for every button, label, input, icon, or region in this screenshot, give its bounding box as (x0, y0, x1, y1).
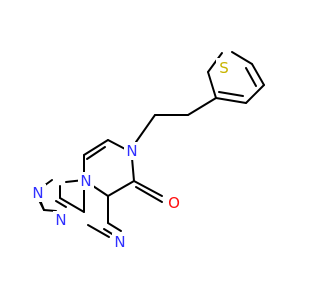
nitrogen-atom-label-4: N (114, 233, 125, 251)
bond (107, 139, 128, 151)
nitrogen-atom-label-1: N (80, 172, 91, 190)
atom-background (53, 211, 69, 229)
bond (59, 197, 85, 213)
atom-label-layer: S N O N N N N (30, 58, 232, 251)
atom-background (124, 142, 140, 160)
sulfur-atom-label: S (219, 59, 229, 77)
nitrogen-atom-label-3: N (55, 211, 66, 229)
bond (131, 157, 135, 182)
bond (207, 71, 217, 99)
oxygen-atom-label: O (168, 194, 180, 212)
nitrogen-atom-label-2: N (32, 184, 43, 202)
nitrogen-atom-label-7: N (126, 142, 137, 160)
bond (251, 63, 265, 86)
bond (135, 114, 156, 143)
atom-background (78, 172, 94, 190)
bond (215, 97, 247, 104)
bond (245, 84, 265, 104)
bond (207, 52, 223, 73)
atom-background (30, 184, 46, 202)
bond (83, 139, 109, 156)
bond (133, 180, 163, 197)
bond (43, 209, 57, 212)
atom-background (166, 194, 182, 212)
molecule-structure: S N O N N N N (30, 51, 265, 251)
bond (245, 67, 257, 87)
atom-background (112, 233, 128, 251)
bond (55, 200, 67, 208)
bond (107, 180, 135, 197)
bond (86, 146, 106, 160)
bond (187, 97, 217, 116)
bond (87, 224, 110, 238)
atom-background (216, 58, 232, 78)
bond (107, 222, 122, 232)
bond (135, 186, 163, 203)
bond-layer (37, 51, 265, 238)
bond (231, 51, 253, 65)
bond (218, 91, 244, 97)
